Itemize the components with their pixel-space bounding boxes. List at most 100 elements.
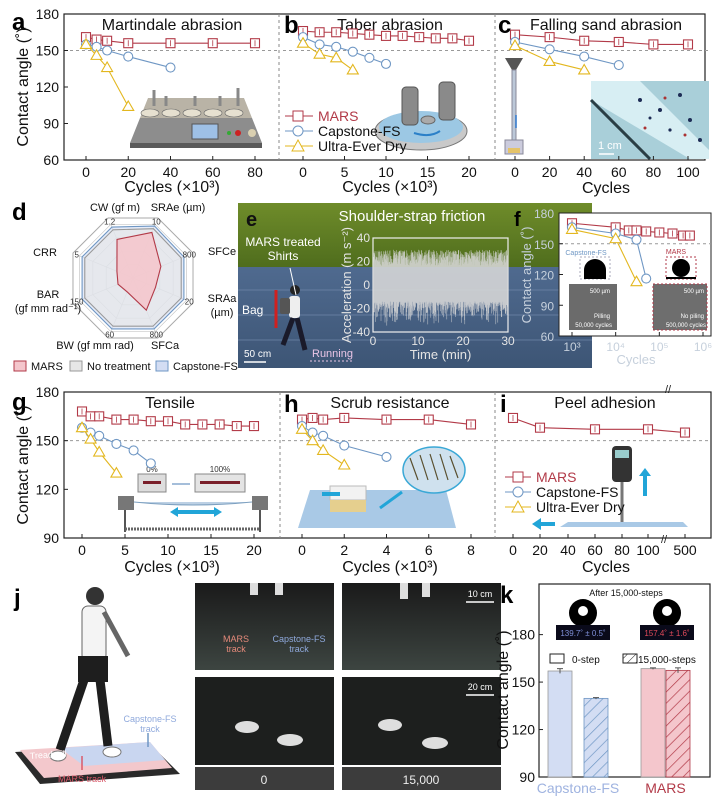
scrub-brush-illustration — [298, 446, 466, 528]
bar-capstone-fs-15000-steps — [583, 697, 609, 778]
radar-axis-label: SFCe — [208, 246, 236, 258]
martindale-machine-illustration — [130, 88, 262, 148]
legend-item-capstone: Capstone-FS — [505, 484, 618, 500]
radar-axis-label: SRAe (µm) — [151, 202, 206, 214]
x-tick-label: 15 — [203, 542, 219, 558]
x-tick-label: 5 — [121, 542, 129, 558]
series-line-capstone-fs — [514, 41, 619, 66]
data-point-capstone — [381, 451, 392, 462]
panel-title-e: Shoulder-strap friction — [339, 208, 486, 225]
legend-label: Capstone-FS — [318, 123, 400, 139]
y-tick-label: 120 — [534, 269, 554, 283]
radar-axis-label: SFCa — [151, 340, 180, 352]
y-tick-label: 150 — [36, 433, 60, 449]
photo-bottom-0 — [195, 677, 334, 765]
legend-item-capstone: Capstone-FS — [285, 123, 400, 139]
legend-d: MARS No treatment Capstone-FS — [13, 360, 238, 373]
radar-axis-label-unit: (gf mm rad⁻¹) — [15, 303, 81, 315]
legend-swatch-0-step — [549, 653, 565, 664]
y-tick-label: 180 — [36, 384, 60, 400]
panel-letter-e: e — [246, 209, 257, 231]
radar-axis-max-label: 1.2 — [104, 218, 116, 227]
data-point-ued — [543, 54, 557, 66]
square-marker-icon — [292, 110, 304, 122]
data-point-ued — [565, 222, 579, 234]
data-point-capstone — [123, 51, 134, 62]
mars-inset-label: MARS — [666, 249, 687, 256]
droplet-icon — [584, 259, 606, 279]
data-point-capstone — [579, 51, 590, 62]
data-point-ued — [79, 37, 93, 49]
running-label: Running — [312, 348, 353, 360]
x-tick-label: 60 — [611, 164, 627, 180]
y-tick-label: -40 — [353, 325, 371, 339]
y-tick-label: 120 — [36, 79, 60, 95]
series-line-ultra-ever-dry — [301, 428, 345, 466]
x-tick-label: 20 — [542, 164, 558, 180]
data-point-ued — [630, 275, 643, 287]
strain-label-100: 100% — [210, 465, 230, 474]
data-point-capstone — [102, 45, 113, 56]
panel-letter-k: k — [500, 582, 514, 609]
capstone-inset-label: Capstone-FS — [565, 250, 607, 257]
panel-letter-f: f — [514, 209, 521, 231]
y-tick-label: 180 — [512, 627, 536, 643]
x-tick-label: 10³ — [563, 340, 580, 354]
legend-swatch-mars — [13, 360, 27, 372]
legend-label: MARS — [536, 469, 576, 485]
panel-title-c: Falling sand abrasion — [530, 17, 682, 34]
panel-letter-c: c — [498, 12, 511, 39]
treadmill-photos: MARS track Capstone-FS track 10 cm 20 cm… — [195, 583, 501, 790]
x-tick-label: 10⁶ — [694, 340, 712, 354]
x-tick-label: 0 — [82, 164, 90, 180]
radar-axis-max-label: 20 — [185, 297, 194, 306]
panel-title-h: Scrub resistance — [330, 395, 449, 412]
y-tick-label: 20 — [357, 255, 371, 269]
data-point-ued — [577, 63, 591, 75]
triangle-marker-icon — [291, 138, 305, 152]
zoom-bubble — [402, 446, 466, 494]
radar-axis-label: SRAa — [208, 293, 238, 305]
legend-label: No treatment — [87, 361, 151, 373]
x-axis-label-a: Cycles (×10³) — [124, 179, 220, 196]
x-tick-label: 60 — [587, 542, 603, 558]
category-label: MARS — [645, 780, 685, 796]
x-tick-label: 80 — [247, 164, 263, 180]
panel-letter-g: g — [12, 389, 27, 416]
y-axis-label-f: Contact angle (˚) — [519, 227, 534, 324]
y-tick-label: 180 — [36, 6, 60, 22]
legend-swatch-none — [69, 360, 83, 372]
axis-break-top: // — [665, 384, 672, 396]
shirts-label-line2: Shirts — [268, 249, 299, 263]
x-tick-label: 15 — [420, 164, 436, 180]
x-axis-label-i: Cycles — [582, 559, 630, 576]
x-tick-label: 10 — [160, 542, 176, 558]
circle-marker-icon — [512, 486, 524, 498]
tensile-tester-illustration: 0% 100% — [118, 465, 268, 532]
radar-axis-max-label: 60 — [105, 330, 114, 339]
scale-label-top: 10 cm — [468, 589, 493, 599]
radar-axis-max-label: 800 — [150, 330, 164, 339]
data-point-ued — [346, 63, 360, 75]
taber-abraser-illustration — [374, 81, 468, 151]
data-point-capstone — [318, 430, 329, 441]
legend-item-ued: Ultra-Ever Dry — [505, 499, 625, 515]
data-point-ued — [296, 36, 310, 48]
panel-title-b: Taber abrasion — [337, 17, 443, 34]
data-point-ued — [306, 434, 320, 446]
step-counter-15000 — [342, 767, 501, 790]
bar-mars-0-step — [640, 668, 666, 778]
bag-icon — [280, 298, 290, 314]
legend-label: Ultra-Ever Dry — [318, 138, 407, 154]
data-point-capstone — [111, 438, 122, 449]
x-tick-label: 10 — [378, 164, 394, 180]
y-tick-label: 90 — [519, 769, 535, 785]
y-axis-label: Contact angle (˚) — [15, 27, 32, 146]
data-point-ued — [295, 422, 309, 434]
series-line-ultra-ever-dry — [81, 427, 117, 474]
x-axis-label-h: Cycles (×10³) — [342, 559, 438, 576]
y-tick-label: 150 — [36, 43, 60, 59]
